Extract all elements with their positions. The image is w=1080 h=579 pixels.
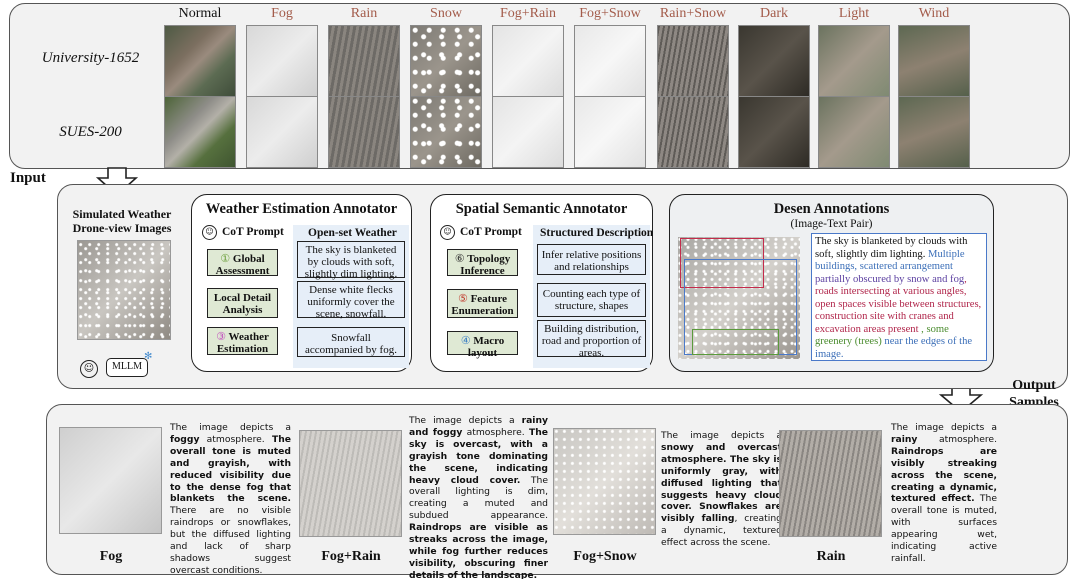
weather-thumbnail: [246, 96, 318, 168]
spatial-col-header: Structured Description: [540, 227, 654, 239]
weather-step-label: Local Detail Analysis: [213, 292, 272, 316]
weather-header: Fog: [271, 6, 293, 21]
sample-image-fog: [59, 427, 162, 534]
weather-desc-global: The sky is blanketed by clouds with soft…: [297, 241, 405, 280]
weather-step-label: Weather Estimation: [216, 331, 269, 355]
step-number-icon: ④: [460, 334, 471, 347]
weather-desc-estimation: Snowfall accompanied by fog.: [297, 327, 405, 357]
robot-icon: ☺: [202, 225, 217, 240]
simulated-title: Simulated Weather Drone-view Images: [62, 207, 182, 235]
annotated-image: [678, 237, 800, 359]
input-label: Input: [10, 170, 46, 186]
weather-annotator-title: Weather Estimation Annotator: [205, 201, 398, 217]
annotation-text: The sky is blanketed by clouds with soft…: [811, 233, 987, 361]
sample-text-rain: The image depicts a rainy atmosphere. Ra…: [891, 422, 997, 564]
sample-image-rain: [779, 430, 882, 537]
spatial-step-label: Feature Enumeration: [451, 293, 514, 317]
sample-label-fog-rain: Fog+Rain: [321, 549, 381, 564]
weather-thumbnail: [164, 25, 236, 97]
spatial-step-label: Macro layout: [467, 335, 505, 359]
row-label-sues: SUES-200: [59, 124, 122, 140]
weather-header: Normal: [178, 6, 222, 21]
weather-thumbnail: [657, 25, 729, 97]
annot-weather-text: The sky is blanketed by clouds with soft…: [815, 236, 968, 260]
spatial-step-label: Topology Inference: [460, 253, 511, 277]
mllm-badge: MLLM: [106, 358, 148, 377]
sample-text-fog: The image depicts a foggy atmosphere. Th…: [170, 422, 291, 576]
spatial-step-feature: ⑤ Feature Enumeration: [447, 289, 518, 318]
weather-thumbnail: [328, 25, 400, 97]
annot-features-text: , roads intersecting at various angles, …: [815, 273, 982, 335]
step-number-icon: ⑥: [454, 252, 465, 265]
spatial-desc-topology: Infer relative positions and relationshi…: [537, 244, 646, 275]
spatial-desc-macro: Building distribution, road and proporti…: [537, 320, 646, 359]
annot-edge-text: near the edges of the image.: [815, 336, 973, 360]
weather-header: Wind: [918, 6, 950, 21]
weather-step-label: Global Assessment: [215, 253, 270, 277]
step-number-icon: ⑤: [457, 292, 468, 305]
annotations-subtitle: (Image-Text Pair): [790, 218, 873, 230]
weather-desc-local: Dense white flecks uniformly cover the s…: [297, 281, 405, 320]
spatial-annotator-title: Spatial Semantic Annotator: [455, 201, 628, 217]
sample-label-fog: Fog: [99, 549, 123, 564]
bbox-red: [680, 238, 764, 288]
robot-icon: ☺: [80, 360, 98, 378]
weather-thumbnail: [818, 25, 890, 97]
simulated-title-line1: Simulated Weather: [72, 207, 172, 221]
weather-thumbnail: [246, 25, 318, 97]
simulated-title-line2: Drone-view Images: [72, 221, 172, 235]
step-number-icon: ①: [220, 252, 231, 265]
weather-thumbnail: [492, 96, 564, 168]
annot-greenery-text: , some greenery (trees): [815, 323, 949, 348]
weather-thumbnail: [328, 96, 400, 168]
annotations-title: Desen Annotations: [773, 201, 890, 217]
spatial-step-topology: ⑥ Topology Inference: [447, 249, 518, 277]
weather-thumbnail: [164, 96, 236, 168]
weather-step-estimation: ③ Weather Estimation: [207, 327, 278, 355]
sample-label-rain: Rain: [816, 549, 846, 564]
sample-text-fog-rain: The image depicts a rainy and foggy atmo…: [409, 415, 549, 579]
weather-thumbnail: [898, 25, 970, 97]
sample-label-fog-snow: Fog+Snow: [573, 549, 637, 564]
weather-header: Light: [838, 6, 870, 21]
weather-header: Fog+Rain: [499, 6, 557, 21]
weather-step-global: ① Global Assessment: [207, 249, 278, 277]
annot-obscured-text: partially obscured by snow and fog: [815, 273, 965, 285]
weather-header: Rain: [350, 6, 378, 21]
weather-thumbnail: [492, 25, 564, 97]
spatial-cot-label: CoT Prompt: [460, 226, 522, 238]
weather-thumbnail: [410, 25, 482, 97]
spatial-step-macro: ④ Macro layout: [447, 331, 518, 359]
simulated-image: [77, 240, 171, 340]
weather-step-local: Local Detail Analysis: [207, 288, 278, 318]
sample-image-fog-snow: [553, 428, 656, 535]
weather-thumbnail: [574, 96, 646, 168]
robot-icon: ☺: [440, 225, 455, 240]
weather-header: Snow: [430, 6, 462, 21]
weather-thumbnail: [410, 96, 482, 168]
spatial-desc-feature: Counting each type of structure, shapes: [537, 283, 646, 317]
weather-thumbnail: [657, 96, 729, 168]
step-number-icon: ③: [216, 330, 226, 343]
weather-header: Dark: [760, 6, 788, 21]
weather-thumbnail: [738, 96, 810, 168]
output-label-line1: Output: [1012, 378, 1056, 393]
weather-header: Fog+Snow: [579, 6, 641, 21]
weather-cot-label: CoT Prompt: [222, 226, 284, 238]
weather-thumbnail: [574, 25, 646, 97]
weather-thumbnail: [898, 96, 970, 168]
sample-text-fog-snow: The image depicts a snowy and overcast a…: [661, 430, 782, 549]
annot-layout-text: Multiple buildings, scattered arrangemen…: [815, 248, 965, 273]
sparkle-icon: ✻: [144, 351, 153, 362]
sample-image-fog-rain: [299, 430, 402, 537]
row-label-university: University-1652: [41, 50, 140, 66]
weather-thumbnail: [818, 96, 890, 168]
weather-col-header: Open-set Weather: [308, 227, 397, 239]
bbox-green: [692, 329, 779, 355]
weather-header: Rain+Snow: [659, 6, 727, 21]
